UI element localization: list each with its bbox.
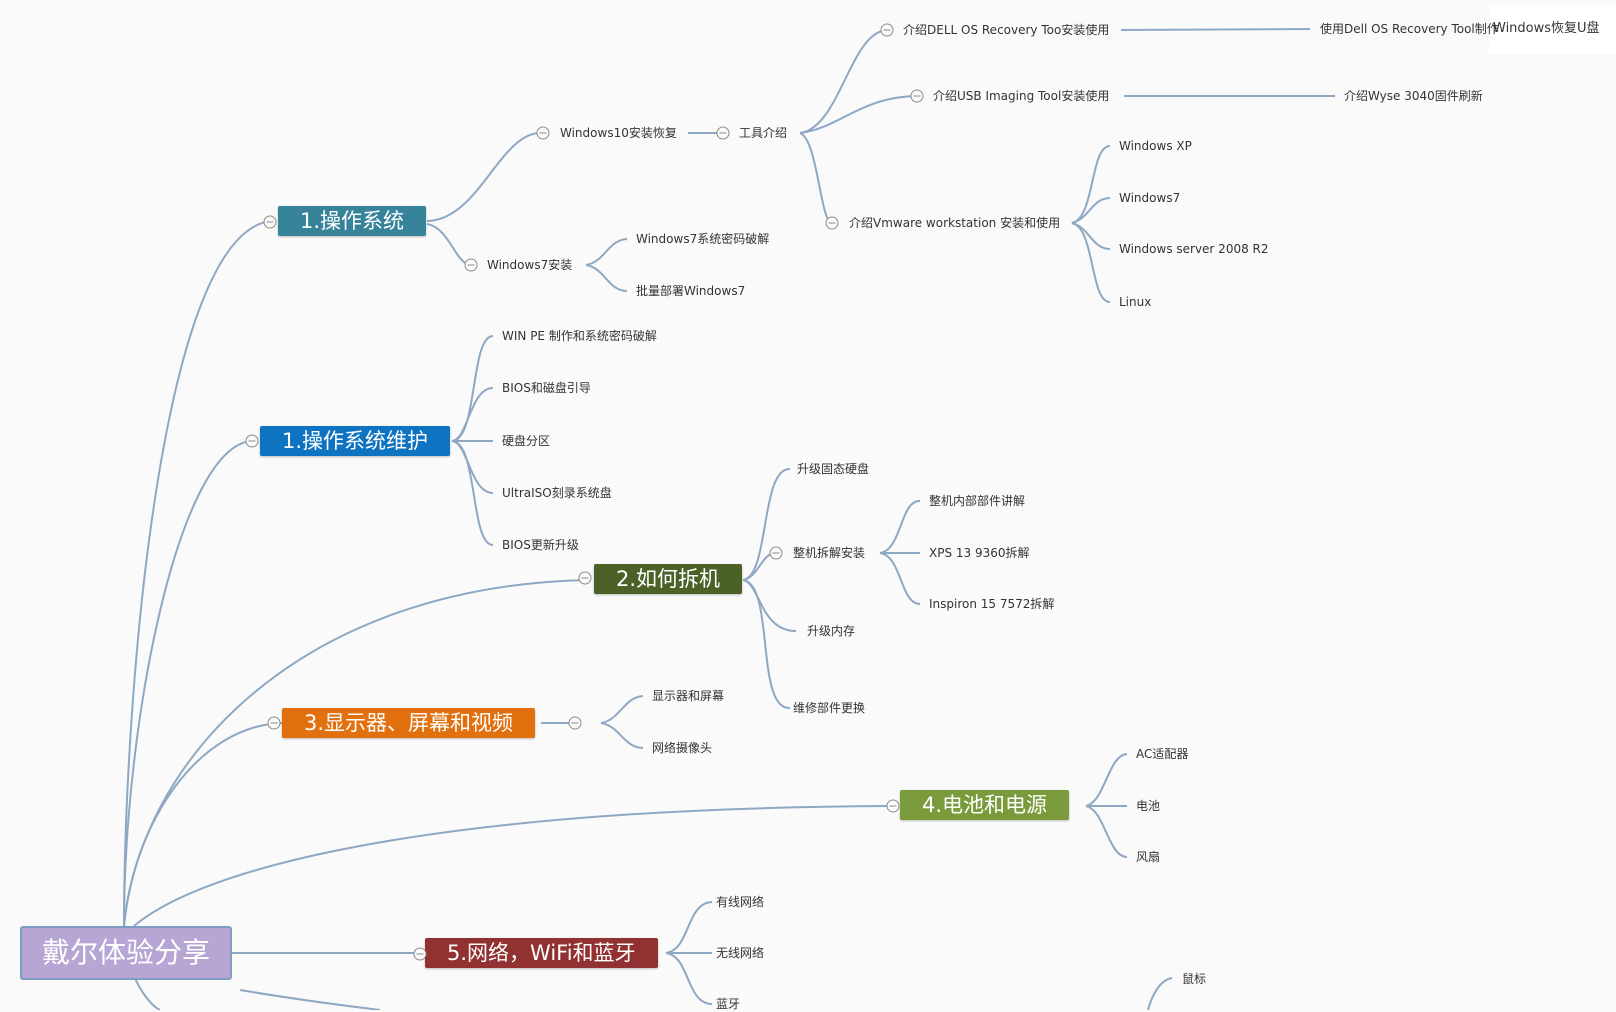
- node-upgrade-ssd[interactable]: 升级固态硬盘: [797, 462, 870, 476]
- topic-os[interactable]: 1.操作系统: [278, 206, 427, 236]
- node-dell-os-recovery[interactable]: 介绍DELL OS Recovery Too安装使用: [903, 23, 1110, 37]
- node-ultraiso[interactable]: UltraISO刻录系统盘: [502, 486, 612, 500]
- collapse-toggle-icon[interactable]: [716, 126, 730, 140]
- node-windows-xp[interactable]: Windows XP: [1119, 139, 1192, 153]
- collapse-toggle-icon[interactable]: [263, 215, 277, 229]
- node-wyse-firmware[interactable]: 介绍Wyse 3040固件刷新: [1344, 89, 1483, 103]
- node-battery[interactable]: 电池: [1136, 799, 1161, 813]
- node-bluetooth[interactable]: 蓝牙: [716, 997, 741, 1011]
- node-wireless-network[interactable]: 无线网络: [716, 946, 765, 960]
- node-windows7[interactable]: Windows7: [1119, 191, 1181, 205]
- node-internal-parts[interactable]: 整机内部部件讲解: [929, 494, 1026, 508]
- node-usb-imaging[interactable]: 介绍USB Imaging Tool安装使用: [933, 89, 1110, 103]
- collapse-toggle-icon[interactable]: [568, 716, 582, 730]
- node-upgrade-ram[interactable]: 升级内存: [807, 624, 856, 638]
- node-winpe[interactable]: WIN PE 制作和系统密码破解: [502, 329, 657, 343]
- node-parts-replace[interactable]: 维修部件更换: [793, 701, 866, 715]
- collapse-toggle-icon[interactable]: [769, 546, 783, 560]
- collapse-toggle-icon[interactable]: [886, 799, 900, 813]
- topic-os-maintenance[interactable]: 1.操作系统维护: [260, 426, 451, 456]
- topic-display[interactable]: 3.显示器、屏幕和视频: [282, 708, 536, 738]
- node-bios-boot[interactable]: BIOS和磁盘引导: [502, 381, 591, 395]
- node-wired-network[interactable]: 有线网络: [716, 895, 765, 909]
- node-bios-update[interactable]: BIOS更新升级: [502, 538, 579, 552]
- topic-disassembly[interactable]: 2.如何拆机: [594, 564, 743, 594]
- node-win7-install[interactable]: Windows7安装: [487, 258, 573, 272]
- node-dell-recovery-usb-extra: Windows恢复U盘: [1493, 21, 1600, 36]
- collapse-toggle-icon[interactable]: [245, 434, 259, 448]
- collapse-toggle-icon[interactable]: [464, 258, 478, 272]
- node-tools-intro[interactable]: 工具介绍: [739, 126, 788, 140]
- node-win7-password[interactable]: Windows7系统密码破解: [636, 232, 770, 246]
- node-vmware[interactable]: 介绍Vmware workstation 安装和使用: [849, 216, 1061, 230]
- collapse-toggle-icon[interactable]: [536, 126, 550, 140]
- collapse-toggle-icon[interactable]: [413, 947, 427, 961]
- corner-label-box: [1489, 4, 1616, 54]
- node-inspiron15[interactable]: Inspiron 15 7572拆解: [929, 597, 1055, 611]
- node-webcam[interactable]: 网络摄像头: [652, 741, 713, 755]
- collapse-toggle-icon[interactable]: [267, 716, 281, 730]
- collapse-toggle-icon[interactable]: [578, 571, 592, 585]
- node-win10-recovery[interactable]: Windows10安装恢复: [560, 126, 677, 140]
- node-monitor-screen[interactable]: 显示器和屏幕: [652, 689, 725, 703]
- node-full-disassembly[interactable]: 整机拆解安装: [793, 546, 866, 560]
- collapse-toggle-icon[interactable]: [880, 23, 894, 37]
- node-windows-server-2008[interactable]: Windows server 2008 R2: [1119, 242, 1269, 256]
- node-ac-adapter[interactable]: AC适配器: [1136, 747, 1189, 761]
- collapse-toggle-icon[interactable]: [910, 89, 924, 103]
- node-dell-recovery-usb[interactable]: 使用Dell OS Recovery Tool制作: [1320, 22, 1499, 36]
- node-win7-deploy[interactable]: 批量部署Windows7: [636, 284, 746, 298]
- node-linux[interactable]: Linux: [1119, 295, 1152, 309]
- topic-network[interactable]: 5.网络，WiFi和蓝牙: [425, 938, 658, 968]
- root-topic[interactable]: 戴尔体验分享: [20, 926, 232, 980]
- node-mouse[interactable]: 鼠标: [1182, 972, 1207, 986]
- node-partition[interactable]: 硬盘分区: [502, 434, 551, 448]
- topic-power[interactable]: 4.电池和电源: [900, 790, 1070, 820]
- node-xps13[interactable]: XPS 13 9360拆解: [929, 546, 1030, 560]
- collapse-toggle-icon[interactable]: [825, 216, 839, 230]
- node-fan[interactable]: 风扇: [1136, 850, 1161, 864]
